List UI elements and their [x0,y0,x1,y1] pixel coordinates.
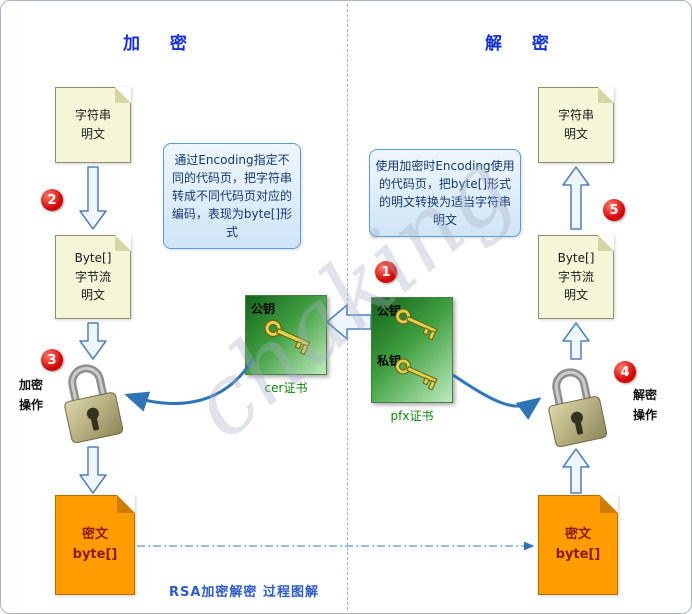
encrypt-op-label: 加密 操作 [18,378,43,413]
encoding-callout-left: 通过Encoding指定不同的代码页，把字符串转成不同代码页对应的编码，表现为b… [163,143,301,249]
step-badge-4: 4 [614,361,636,383]
plaintext-doc-left: 字符串 明文 [55,87,131,163]
step-badge-1: 1 [375,261,397,283]
plaintext-doc-right: 字符串 明文 [538,87,614,163]
arrow-down-bytes-to-lock [79,322,107,360]
doc-label: 密文 [564,526,591,542]
doc-label: byte[] [555,547,601,562]
step-badge-5: 5 [603,199,625,221]
decrypt-op-label: 解密 操作 [632,388,657,423]
doc-label: Byte[] [557,251,595,266]
encrypt-title: 加 密 [123,34,199,54]
doc-label: 明文 [563,288,588,303]
doc-label: 明文 [80,127,105,141]
pfx-public-key-icon [395,308,438,341]
doc-label: byte[] [72,547,118,562]
public-key-label: 公钥 [251,302,276,316]
decrypt-title: 解 密 [485,34,561,54]
block-arrow-left [326,304,372,340]
doc-label: 密文 [81,526,108,542]
pfx-cert-caption: pfx证书 [390,409,434,423]
curve-arrow-cer-to-lock [124,358,255,412]
arrow-down-lock-to-cipher [79,446,107,494]
arrow-down-plain-to-bytes [79,166,107,230]
pfx-private-key-icon [395,358,438,391]
doc-label: 字节流 [74,269,111,284]
cipher-doc-right: 密文 byte[] [538,495,618,595]
pfx-private-key-label: 私钥 [377,354,402,368]
doc-label: 明文 [563,127,588,141]
decoding-callout-right: 使用加密时Encoding使用的代码页，把byte[]形式的明文转换为适当字符串… [369,149,521,237]
padlock-icon-right [548,368,608,448]
cer-cert-caption: cer证书 [264,381,308,395]
pfx-public-key-label: 公钥 [377,304,402,318]
bytes-doc-right: Byte[] 字节流 明文 [538,235,614,319]
arrow-up-bytes-to-plain [562,166,590,230]
step-badge-3: 3 [41,349,63,371]
doc-label: 字符串 [74,108,111,123]
padlock-icon-left [64,364,124,444]
diagram-caption: RSA加密解密 过程图解 [169,585,319,600]
doc-label: 字符串 [557,108,594,123]
arrow-up-cipher-to-lock [562,448,590,494]
doc-label: 字节流 [557,269,594,284]
curve-arrow-pfx-to-lock [452,373,542,420]
arrow-up-lock-to-bytes [562,322,590,360]
pfx-cert-box: 公钥 私钥 [371,297,453,403]
cer-cert-box: 公钥 [245,295,327,375]
step-badge-2: 2 [41,189,63,211]
doc-label: Byte[] [74,251,112,266]
public-key-icon [264,319,311,356]
doc-label: 明文 [80,288,105,303]
bytes-doc-left: Byte[] 字节流 明文 [55,235,131,319]
cipher-doc-left: 密文 byte[] [55,495,135,595]
